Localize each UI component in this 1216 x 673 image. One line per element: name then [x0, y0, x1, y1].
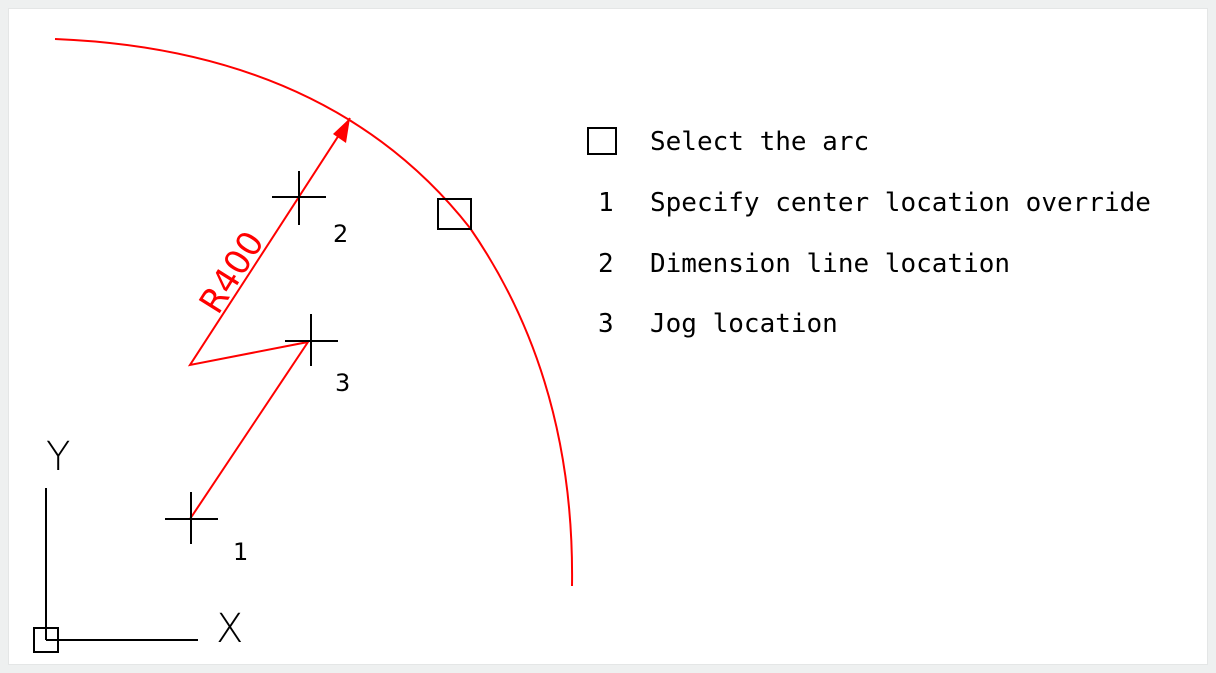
point-label-2: 2: [333, 220, 348, 248]
ucs-icon: [33, 488, 198, 653]
point-marker-3: [285, 314, 338, 366]
point-marker-2: [272, 171, 326, 225]
arc: [54, 38, 574, 587]
square-icon: [587, 127, 617, 155]
dimension-arrowhead: [333, 118, 350, 143]
legend: Select the arc 1 Specify center location…: [587, 127, 1151, 339]
legend-item-num: 2: [598, 249, 614, 279]
legend-item-label: Specify center location override: [650, 188, 1151, 218]
arc-pick-box[interactable]: [437, 198, 472, 230]
legend-select-label: Select the arc: [650, 127, 869, 157]
point-marker-1: [165, 492, 218, 544]
dimension-text: R400: [192, 224, 273, 320]
point-label-3: 3: [335, 369, 350, 397]
legend-item-label: Jog location: [650, 309, 838, 339]
legend-item-num: 1: [598, 188, 614, 218]
jogged-dimension-line: [187, 117, 351, 520]
ucs-x-label: X: [216, 606, 243, 652]
legend-item-num: 3: [598, 309, 614, 339]
legend-item-label: Dimension line location: [650, 249, 1010, 279]
point-label-1: 1: [233, 538, 248, 566]
ucs-y-label: Y: [46, 434, 70, 480]
